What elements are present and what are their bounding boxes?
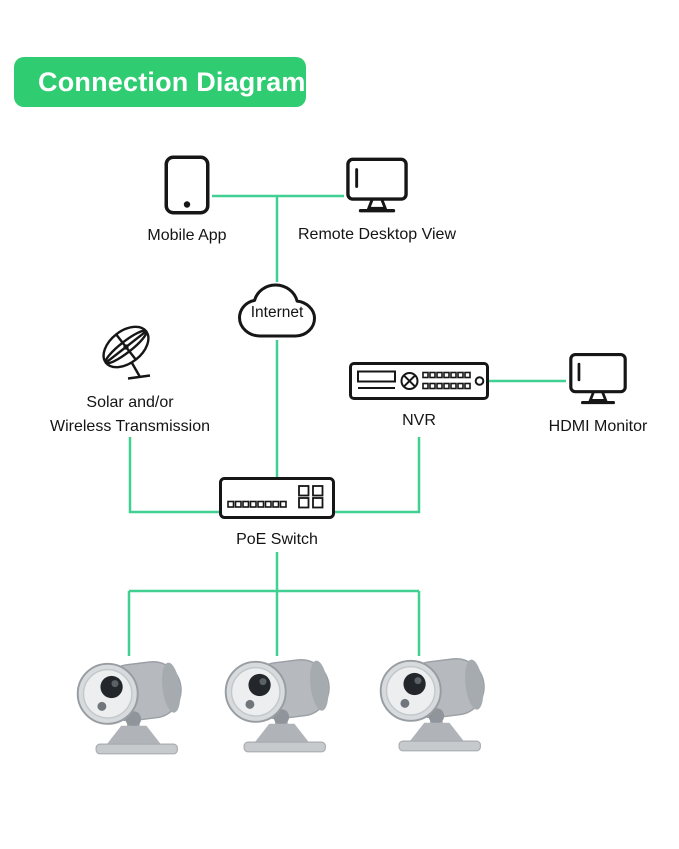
node-hdmi-monitor: HDMI Monitor: [543, 352, 653, 439]
camera-node-3: [372, 645, 492, 754]
camera-node-2: [217, 646, 337, 755]
security-camera-icon: [224, 659, 330, 753]
page-title-text: Connection Diagram: [38, 66, 306, 97]
node-nvr: NVR: [349, 362, 489, 433]
desktop-monitor-icon: [569, 352, 627, 405]
tablet-icon: [164, 155, 210, 215]
poe-switch-label: PoE Switch: [236, 531, 318, 548]
node-mobile-app: Mobile App: [117, 155, 257, 248]
poe-switch-icon: [219, 477, 335, 519]
node-poe-switch: PoE Switch: [219, 477, 335, 552]
nvr-recorder-icon: [349, 362, 489, 400]
security-camera-icon: [76, 661, 182, 755]
internet-label: Internet: [250, 304, 304, 321]
node-internet: Internet: [233, 281, 321, 342]
edge-nvr-switch: [335, 437, 421, 514]
desktop-monitor-icon: [346, 157, 408, 213]
remote-desktop-label: Remote Desktop View: [298, 226, 456, 243]
nvr-label: NVR: [402, 412, 436, 429]
satellite-dish-icon: [102, 325, 151, 380]
hdmi-monitor-label: HDMI Monitor: [548, 418, 648, 435]
mobile-app-label: Mobile App: [147, 227, 227, 244]
camera-node-1: [69, 648, 189, 757]
security-camera-icon: [379, 658, 485, 752]
solar-label-line1: Solar and/or: [86, 394, 174, 411]
solar-label-line2: Wireless Transmission: [49, 418, 211, 435]
page-title: Connection Diagram: [14, 57, 306, 107]
node-remote-desktop: Remote Desktop View: [287, 157, 467, 247]
node-solar-wireless: Solar and/or Wireless Transmission: [42, 322, 218, 439]
edge-solar-switch: [128, 437, 219, 514]
cloud-icon: [238, 283, 316, 338]
